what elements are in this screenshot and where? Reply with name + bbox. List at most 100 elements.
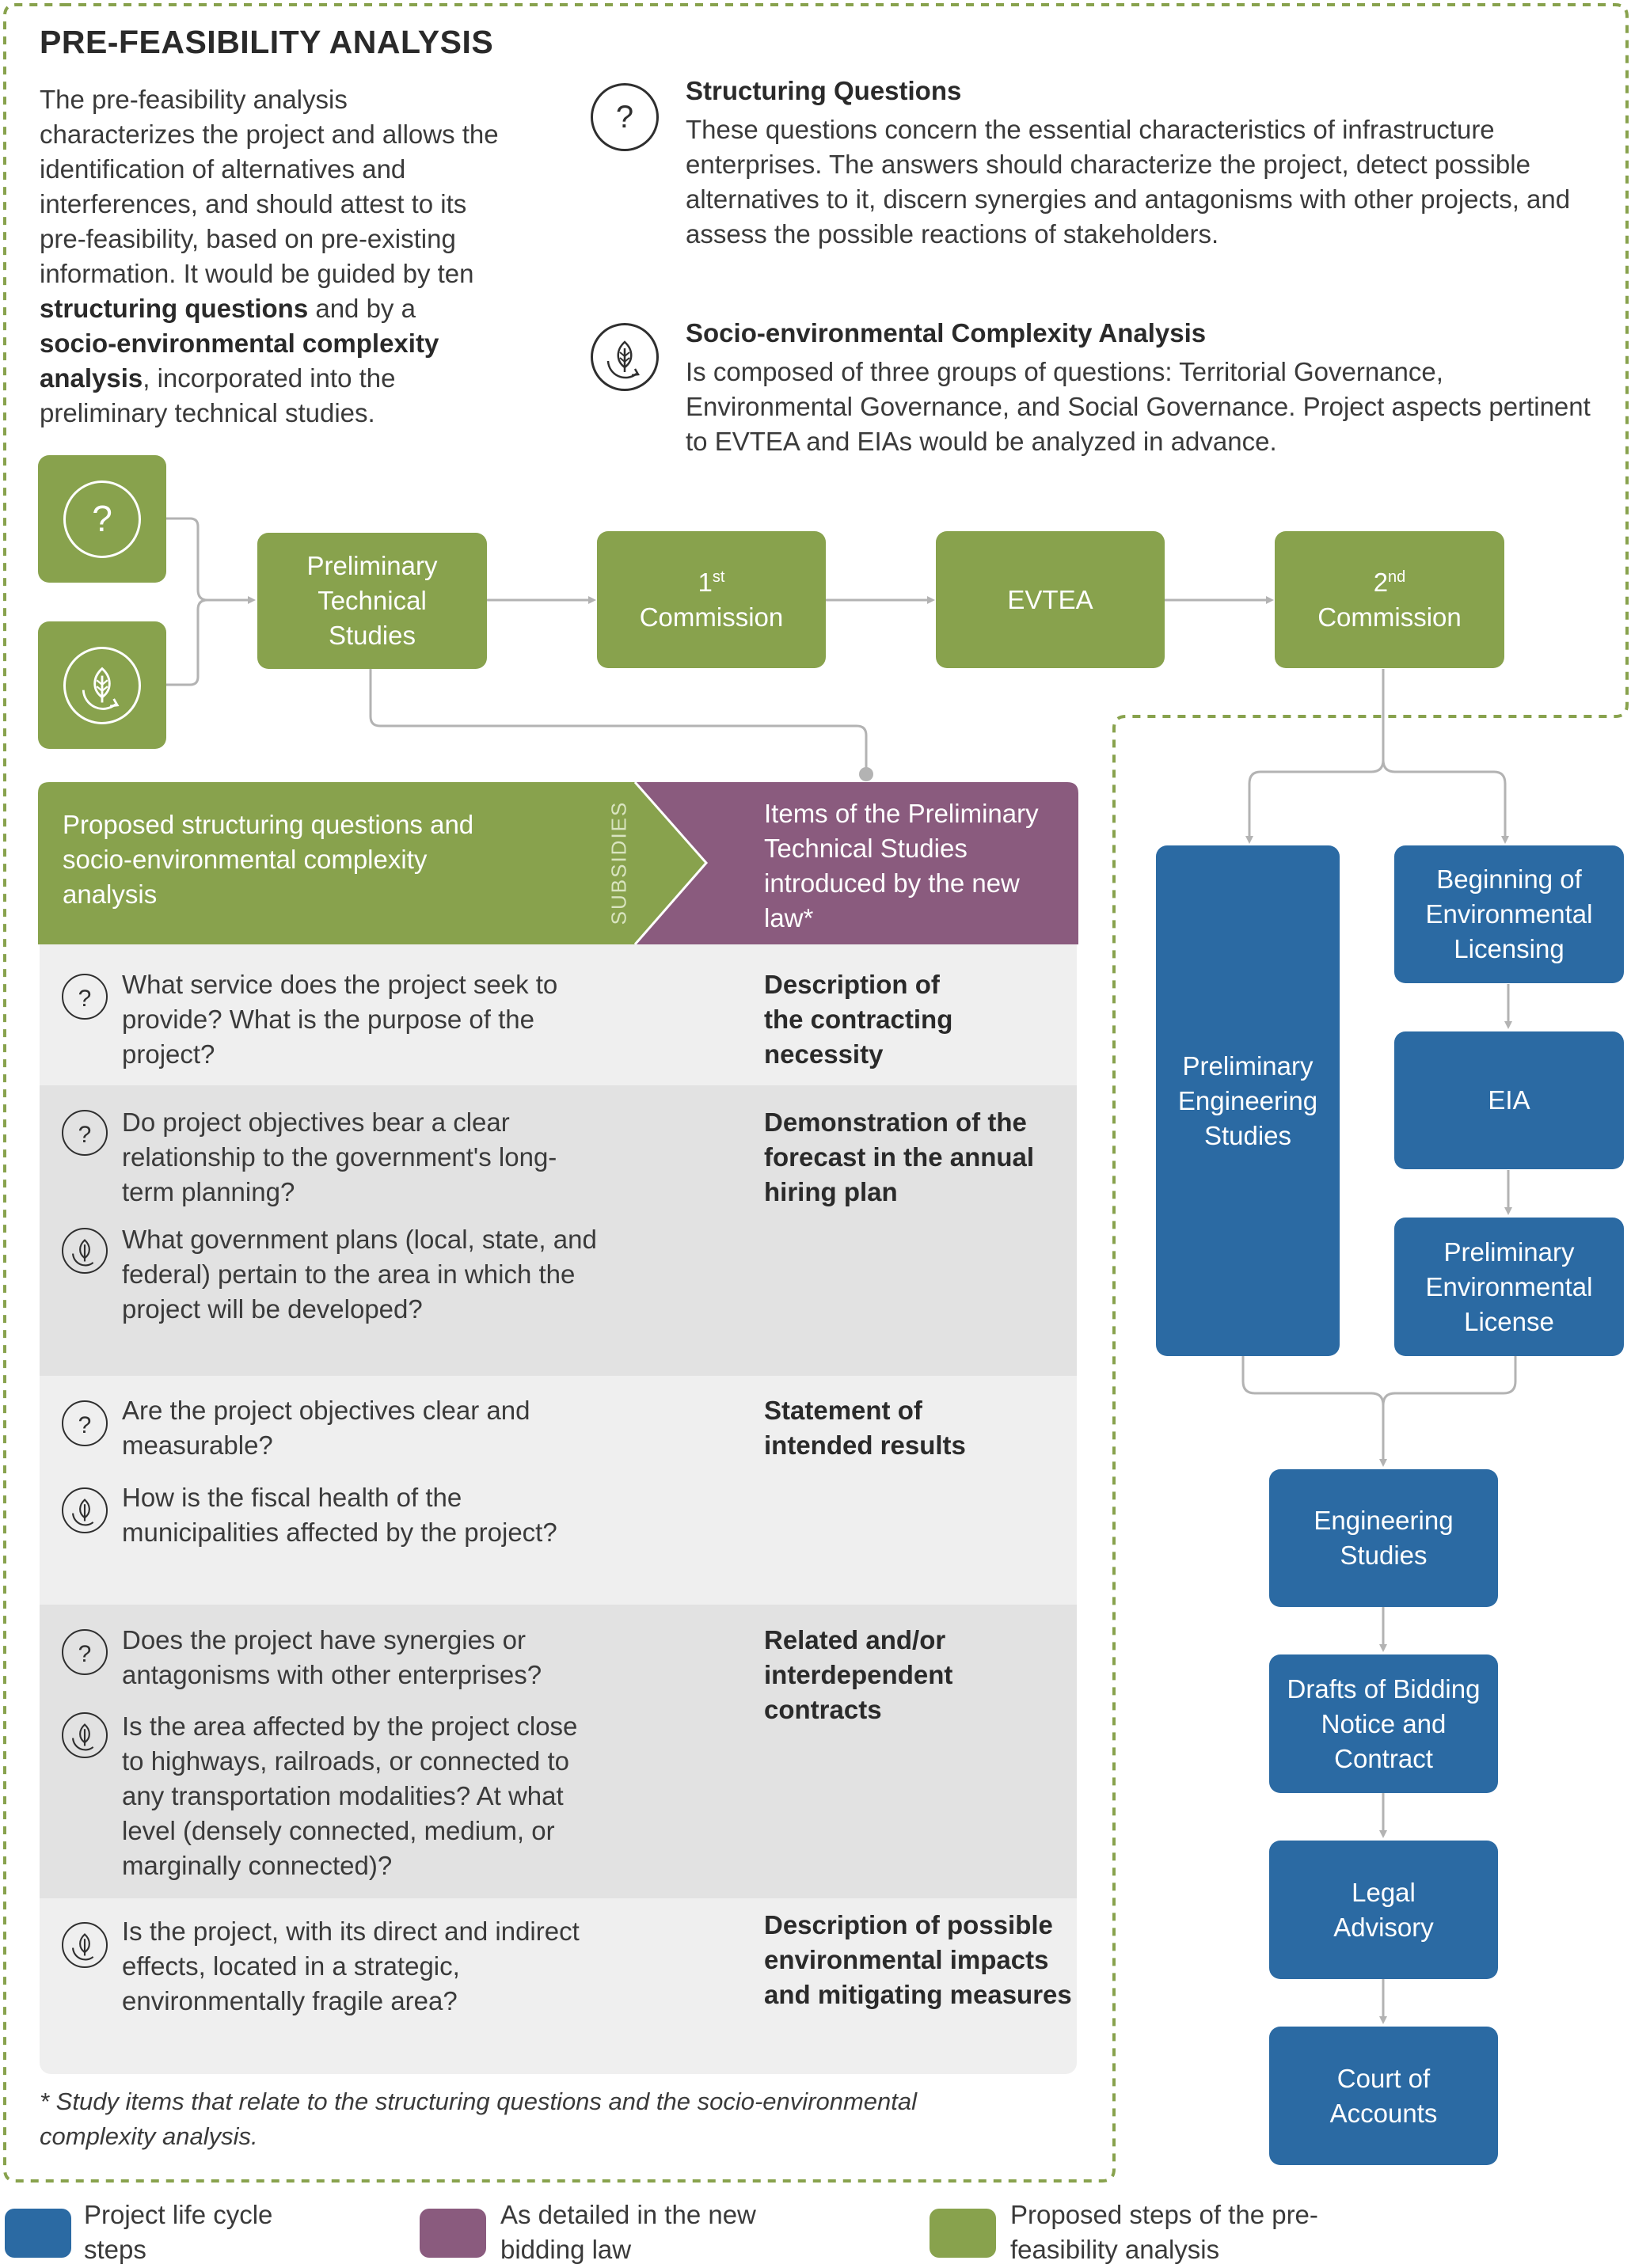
c2-number: 2 <box>1373 567 1389 597</box>
db-line3: Contract <box>1334 1743 1433 1773</box>
legend-purple-label: As detailed in the new bidding law <box>500 2200 756 2264</box>
question-icon: ? <box>62 974 108 1020</box>
row1-item: Description of the contracting necessity <box>764 970 953 1069</box>
leaf-cycle-icon <box>63 646 141 724</box>
row4-item: Related and/or interdependent contracts <box>764 1625 953 1724</box>
db-line2: Notice and <box>1321 1708 1447 1738</box>
structuring-heading: Structuring Questions <box>686 76 962 105</box>
svg-text:?: ? <box>78 986 92 1012</box>
evtea-label: EVTEA <box>1007 584 1093 614</box>
svg-text:?: ? <box>616 100 633 135</box>
structuring-body: These questions concern the essential ch… <box>686 115 1571 249</box>
bel-line2: Environmental <box>1425 899 1593 929</box>
intro-text: The pre-feasibility analysis characteriz… <box>40 82 499 431</box>
pel-line2: Environmental <box>1425 1271 1593 1301</box>
legend-purple-swatch <box>420 2209 486 2258</box>
legend-green-label: Proposed steps of the pre-feasibility an… <box>1010 2200 1318 2264</box>
footnote: * Study items that relate to the structu… <box>40 2088 917 2150</box>
c2-label: Commission <box>1317 602 1462 632</box>
legend-green-swatch <box>930 2209 996 2258</box>
row1-question: What service does the project seek to pr… <box>122 970 558 1069</box>
eia-label: EIA <box>1488 1085 1530 1115</box>
socio-body: Is composed of three groups of questions… <box>686 357 1591 456</box>
question-icon: ? <box>591 83 659 151</box>
leaf-cycle-icon <box>62 1487 108 1533</box>
leaf-cycle-icon <box>62 1922 108 1968</box>
socio-step-box <box>38 621 166 749</box>
db-line1: Drafts of Bidding <box>1287 1673 1481 1704</box>
row2-item: Demonstration of the forecast in the ann… <box>764 1107 1035 1206</box>
svg-text:?: ? <box>78 1641 92 1667</box>
row5-item: Description of possible environmental im… <box>764 1910 1072 2009</box>
pes-line1: Preliminary <box>1182 1050 1314 1081</box>
purple-header-text: Items of the Preliminary Technical Studi… <box>764 799 1039 933</box>
c1-suffix: st <box>712 568 725 586</box>
socio-heading: Socio-environmental Complexity Analysis <box>686 318 1207 348</box>
table-row <box>40 944 1077 1085</box>
pes-line3: Studies <box>1203 1120 1292 1150</box>
intro-part1: The pre-feasibility analysis characteriz… <box>40 85 499 288</box>
row5-question1: Is the project, with its direct and indi… <box>122 1917 580 2015</box>
question-icon: ? <box>62 1110 108 1156</box>
svg-text:?: ? <box>92 498 112 539</box>
question-icon: ? <box>62 1629 108 1675</box>
question-icon: ? <box>62 1400 108 1446</box>
row2-question1: Do project objectives bear a clear relat… <box>122 1107 557 1206</box>
intro-bold2: socio-environmental complexity analysis <box>40 329 439 393</box>
pel-line1: Preliminary <box>1443 1237 1575 1267</box>
pts-line1: Preliminary <box>306 551 438 580</box>
evtea-box: EVTEA <box>936 531 1165 668</box>
intro-bold1: structuring questions <box>40 294 309 323</box>
la-line1: Legal <box>1352 1877 1416 1907</box>
row4-question2: Is the area affected by the project clos… <box>122 1711 578 1880</box>
legend-blue-swatch <box>5 2209 71 2258</box>
intro-part3: , incorporated into the preliminary tech… <box>40 363 396 427</box>
row3-question2: How is the fiscal health of the municipa… <box>122 1483 557 1547</box>
subsidies-label: SUBSIDIES <box>606 800 631 925</box>
row4-question1: Does the project have synergies or antag… <box>122 1625 542 1689</box>
bel-line3: Licensing <box>1454 934 1564 963</box>
structuring-step-box: ? <box>38 455 166 583</box>
question-icon: ? <box>63 480 141 558</box>
row3-item: Statement of intended results <box>764 1396 966 1460</box>
es-line2: Studies <box>1340 1540 1428 1570</box>
eia-box: EIA <box>1394 1031 1624 1169</box>
table-header-shapes <box>38 782 1078 944</box>
legend-blue-label: Project life cycle steps <box>84 2200 273 2264</box>
leaf-cycle-icon <box>591 323 659 391</box>
row3-question1: Are the project objectives clear and mea… <box>122 1396 530 1460</box>
ca-line2: Accounts <box>1329 2098 1438 2128</box>
dashed-outline <box>3 3 1629 2183</box>
svg-text:?: ? <box>78 1122 92 1148</box>
ca-line1: Court of <box>1336 2063 1431 2093</box>
row2-question2: What government plans (local, state, and… <box>122 1225 597 1324</box>
bel-line1: Beginning of <box>1436 864 1582 894</box>
c1-label: Commission <box>639 602 784 632</box>
intro-part2: and by a <box>308 294 416 323</box>
es-line1: Engineering <box>1314 1506 1454 1535</box>
leaf-cycle-icon <box>62 1712 108 1758</box>
pel-line3: License <box>1464 1306 1554 1336</box>
table-row <box>40 1605 1077 1898</box>
pts-line3: Studies <box>328 621 416 650</box>
pes-line2: Engineering <box>1177 1085 1318 1115</box>
leaf-cycle-icon <box>62 1228 108 1274</box>
court-of-accounts-box: Court of Accounts <box>1269 2027 1498 2165</box>
green-header-text: Proposed structuring questions and socio… <box>63 810 474 909</box>
page-title: PRE-FEASIBILITY ANALYSIS <box>40 24 494 60</box>
c2-suffix: nd <box>1388 568 1406 586</box>
svg-text:?: ? <box>78 1412 92 1438</box>
c1-number: 1 <box>698 567 713 597</box>
pts-line2: Technical <box>317 586 427 615</box>
la-line2: Advisory <box>1333 1912 1434 1942</box>
